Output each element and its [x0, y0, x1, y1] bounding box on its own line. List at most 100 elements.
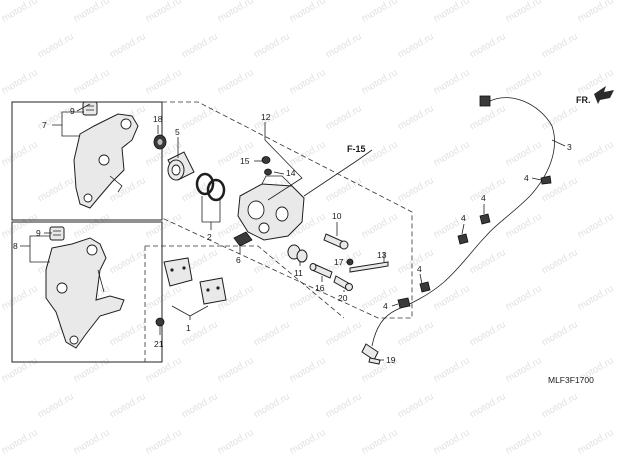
caliper-bracket-7: [73, 113, 139, 209]
watermark-layer: motod.ru motod.ru motod.ru motod.ru motod.ru…: [0, 0, 616, 457]
watermark-text: motod.ru: [288, 139, 328, 168]
callout-1: 1: [186, 323, 191, 333]
harness-clip-4c: [457, 233, 469, 245]
watermark-text: motod.ru: [144, 283, 184, 312]
watermark-text: motod.ru: [360, 427, 400, 456]
watermark-text: motod.ru: [324, 103, 364, 132]
watermark-text: motod.ru: [468, 391, 508, 420]
callout-18: 18: [153, 114, 163, 124]
watermark-text: motod.ru: [144, 211, 184, 240]
pad-spring-6: [233, 231, 253, 247]
watermark-text: motod.ru: [504, 139, 544, 168]
watermark-text: motod.ru: [576, 139, 616, 168]
pad-group-frame: [144, 245, 345, 362]
watermark-text: motod.ru: [504, 211, 544, 240]
watermark-text: motod.ru: [504, 427, 544, 456]
watermark-text: motod.ru: [180, 31, 220, 60]
callout-labels: 9 7 9 8 18 5 2 12 15 14 F-15 6 10 11 16 …: [13, 95, 594, 385]
watermark-text: motod.ru: [0, 0, 40, 25]
boot-11: [287, 244, 308, 263]
caliper-bracket-8: [45, 237, 125, 349]
watermark-text: motod.ru: [396, 319, 436, 348]
callout-11: 11: [294, 268, 303, 278]
watermark-text: motod.ru: [144, 0, 184, 25]
callout-4-c: 4: [461, 213, 466, 223]
bracket-clip-9-lower: [49, 226, 65, 241]
watermark-text: motod.ru: [432, 283, 472, 312]
callout-9-upper: 9: [70, 106, 75, 116]
watermark-text: motod.ru: [540, 391, 580, 420]
callout-4-a: 4: [524, 173, 529, 183]
watermark-text: motod.ru: [432, 427, 472, 456]
watermark-text: motod.ru: [36, 31, 76, 60]
callout-4-b: 4: [481, 193, 486, 203]
bolt-19: [368, 357, 381, 365]
callout-9-lower: 9: [36, 228, 41, 238]
bracket-clip-9-upper: [82, 101, 98, 116]
watermark-text: motod.ru: [576, 283, 616, 312]
leader-lines: [20, 103, 566, 361]
caliper-piston-5: [167, 151, 195, 181]
watermark-text: motod.ru: [252, 31, 292, 60]
watermark-text: motod.ru: [252, 391, 292, 420]
harness-clip-4a: [540, 175, 552, 185]
brake-pad-1: [163, 257, 227, 305]
watermark-text: motod.ru: [108, 31, 148, 60]
callout-16: 16: [315, 283, 325, 293]
watermark-text: motod.ru: [0, 283, 40, 312]
watermark-text: motod.ru: [180, 103, 220, 132]
harness-clip-4e: [397, 297, 411, 309]
sleeve-16: [309, 263, 333, 279]
watermark-text: motod.ru: [216, 67, 256, 96]
callout-8: 8: [13, 241, 18, 251]
watermark-text: motod.ru: [0, 67, 40, 96]
watermark-text: motod.ru: [144, 67, 184, 96]
callout-19: 19: [386, 355, 396, 365]
section-ref-label: F-15: [347, 144, 366, 154]
watermark-text: motod.ru: [360, 0, 400, 25]
watermark-text: motod.ru: [72, 427, 112, 456]
watermark-text: motod.ru: [108, 319, 148, 348]
watermark-text: motod.ru: [216, 355, 256, 384]
watermark-text: motod.ru: [108, 247, 148, 276]
callout-15: 15: [240, 156, 250, 166]
watermark-text: motod.ru: [324, 31, 364, 60]
callout-5: 5: [175, 127, 180, 137]
callout-4-e: 4: [383, 301, 388, 311]
bleeder-screw-14: [264, 168, 272, 176]
callout-6: 6: [236, 255, 241, 265]
front-direction-label: FR.: [576, 95, 591, 105]
watermark-text: motod.ru: [540, 103, 580, 132]
watermark-text: motod.ru: [432, 67, 472, 96]
watermark-text: motod.ru: [540, 31, 580, 60]
watermark-text: motod.ru: [396, 247, 436, 276]
watermark-text: motod.ru: [180, 391, 220, 420]
watermark-text: motod.ru: [576, 427, 616, 456]
watermark-text: motod.ru: [72, 67, 112, 96]
watermark-text: motod.ru: [72, 0, 112, 25]
watermark-text: motod.ru: [504, 355, 544, 384]
watermark-text: motod.ru: [360, 67, 400, 96]
watermark-text: motod.ru: [0, 139, 40, 168]
watermark-text: motod.ru: [0, 427, 40, 456]
watermark-text: motod.ru: [432, 355, 472, 384]
watermark-text: motod.ru: [432, 139, 472, 168]
watermark-text: motod.ru: [396, 175, 436, 204]
bolt-21: [155, 317, 165, 327]
piston-seals-2: [195, 172, 226, 202]
watermark-text: motod.ru: [216, 427, 256, 456]
watermark-text: motod.ru: [144, 427, 184, 456]
watermark-text: motod.ru: [216, 139, 256, 168]
watermark-text: motod.ru: [504, 0, 544, 25]
pad-pin-13: [349, 261, 389, 273]
watermark-text: motod.ru: [360, 211, 400, 240]
watermark-text: motod.ru: [252, 319, 292, 348]
callout-2: 2: [207, 232, 212, 242]
watermark-text: motod.ru: [252, 247, 292, 276]
watermark-text: motod.ru: [396, 103, 436, 132]
watermark-text: motod.ru: [324, 391, 364, 420]
watermark-text: motod.ru: [288, 355, 328, 384]
callout-10: 10: [332, 211, 342, 221]
callout-20: 20: [338, 293, 348, 303]
